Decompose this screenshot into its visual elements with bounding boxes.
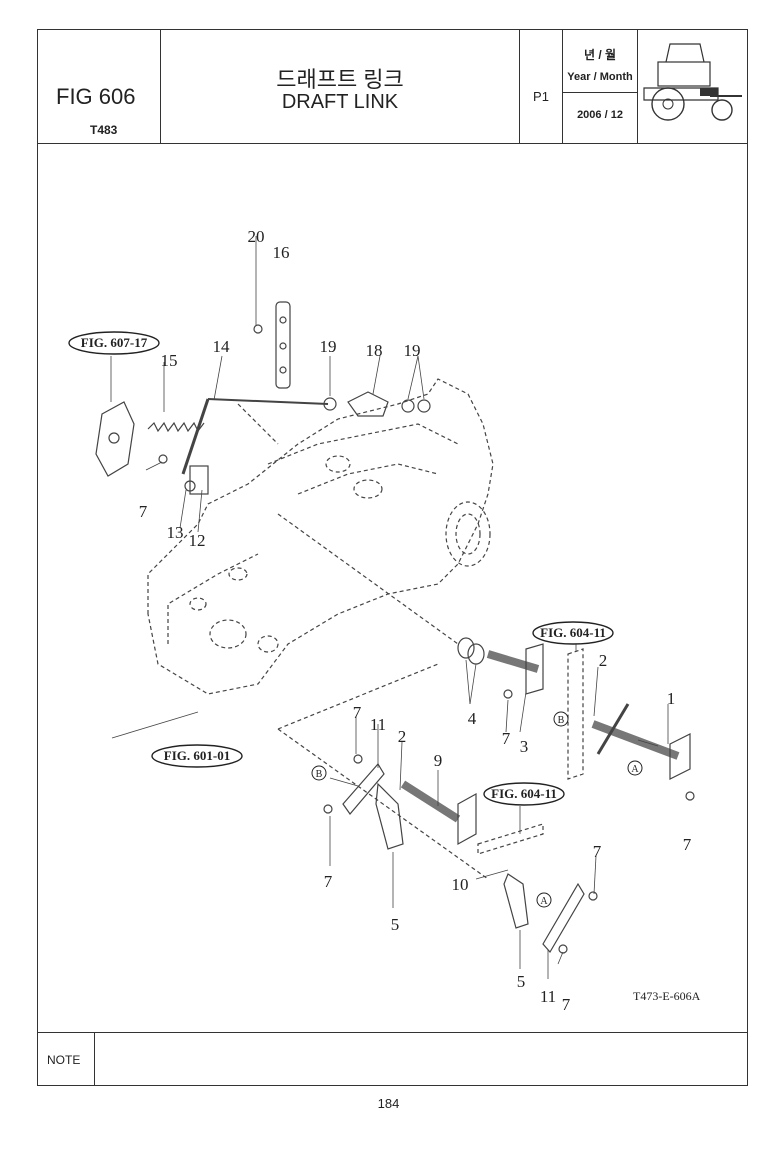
callout-7: 7 bbox=[562, 995, 571, 1014]
callout-10: 10 bbox=[452, 875, 469, 894]
callout-13: 13 bbox=[167, 523, 184, 542]
note-row: NOTE bbox=[38, 1032, 747, 1086]
callout-18: 18 bbox=[366, 341, 383, 360]
page-cell: P1 bbox=[520, 30, 563, 143]
gasket-part bbox=[95, 401, 135, 477]
cap-part bbox=[457, 637, 475, 659]
callout-16: 16 bbox=[273, 243, 290, 262]
fig-cell: FIG 606 T483 bbox=[38, 30, 161, 143]
bracket-part bbox=[347, 391, 389, 417]
page-number: 184 bbox=[377, 1096, 400, 1111]
note-label-cell: NOTE bbox=[38, 1033, 95, 1086]
mark-b-upper: B bbox=[558, 715, 565, 726]
ref-fig-601-01: FIG. 601-01 bbox=[164, 748, 230, 763]
fig-number: FIG 606 bbox=[56, 84, 136, 109]
model-code: T483 bbox=[90, 123, 118, 137]
callout-5: 5 bbox=[391, 915, 400, 934]
title-block: FIG 606 T483 드래프트 링크 DRAFT LINK P1 년 / 월… bbox=[38, 30, 747, 144]
callout-19-left: 19 bbox=[320, 337, 337, 356]
link-plate-part bbox=[342, 762, 385, 815]
title-cell: 드래프트 링크 DRAFT LINK bbox=[161, 30, 520, 143]
title-korean: 드래프트 링크 bbox=[276, 67, 404, 92]
exploded-diagram: FIG. 607-17 FIG. 601-01 FIG. 604-11 FIG.… bbox=[68, 227, 701, 1014]
housing-outline bbox=[147, 378, 494, 880]
ref-fig-604-11-upper: FIG. 604-11 bbox=[540, 625, 606, 640]
tractor-icon bbox=[643, 43, 742, 121]
callout-7: 7 bbox=[502, 729, 511, 748]
shaft-part bbox=[591, 720, 680, 760]
callout-7: 7 bbox=[683, 835, 692, 854]
date-value: 2006 / 12 bbox=[577, 109, 623, 121]
callout-3: 3 bbox=[520, 737, 529, 756]
ref-fig-604-11-lower: FIG. 604-11 bbox=[491, 786, 557, 801]
callout-7: 7 bbox=[353, 703, 362, 722]
mark-a-lower: A bbox=[540, 896, 548, 907]
callout-9: 9 bbox=[434, 751, 443, 770]
page-label: P1 bbox=[533, 89, 549, 104]
page-frame: FIG 606 T483 드래프트 링크 DRAFT LINK P1 년 / 월… bbox=[37, 29, 748, 1086]
mark-a-upper: A bbox=[631, 764, 639, 775]
callout-7: 7 bbox=[593, 842, 602, 861]
spring-part bbox=[147, 421, 205, 433]
tractor-cell bbox=[638, 30, 747, 143]
callout-2: 2 bbox=[398, 727, 407, 746]
year-month-english: Year / Month bbox=[567, 71, 633, 83]
callout-14: 14 bbox=[213, 337, 231, 356]
callout-7: 7 bbox=[324, 872, 333, 891]
date-cell: 년 / 월 Year / Month 2006 / 12 bbox=[563, 30, 638, 143]
callout-11: 11 bbox=[540, 987, 556, 1006]
callout-4: 4 bbox=[468, 709, 477, 728]
note-label: NOTE bbox=[47, 1053, 81, 1067]
drawing-code: T473-E-606A bbox=[633, 989, 701, 1003]
callout-12: 12 bbox=[189, 531, 206, 550]
callout-11: 11 bbox=[370, 715, 386, 734]
callout-15: 15 bbox=[161, 351, 178, 370]
mark-b-lower: B bbox=[316, 769, 323, 780]
callout-7: 7 bbox=[139, 502, 148, 521]
ref-fig-607-17: FIG. 607-17 bbox=[81, 335, 148, 350]
plate-part bbox=[275, 301, 291, 389]
callout-19-right: 19 bbox=[404, 341, 421, 360]
callout-2: 2 bbox=[599, 651, 608, 670]
year-month-korean: 년 / 월 bbox=[583, 48, 617, 62]
rod-part bbox=[207, 398, 329, 405]
title-english: DRAFT LINK bbox=[281, 91, 399, 113]
date-divider bbox=[563, 92, 637, 93]
callout-20: 20 bbox=[248, 227, 265, 246]
callout-5: 5 bbox=[517, 972, 526, 991]
callout-1: 1 bbox=[667, 689, 676, 708]
